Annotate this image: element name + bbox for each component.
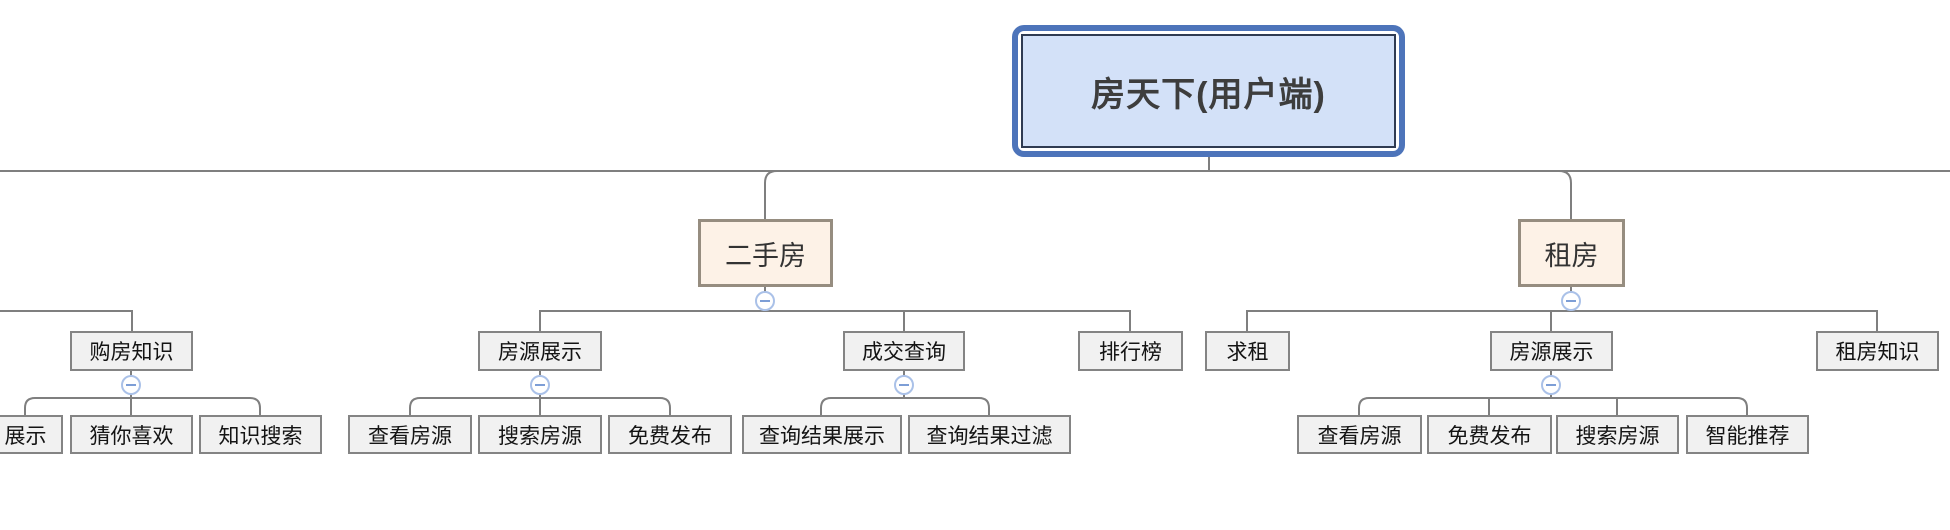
- collapse-toggle-fangyuan-zhanshi-esf[interactable]: [530, 375, 550, 395]
- minus-icon: [535, 384, 545, 386]
- collapse-toggle-chengjiao-chaxun[interactable]: [894, 375, 914, 395]
- collapse-toggle-second-hand[interactable]: [755, 291, 775, 311]
- bracket-fyzs1: [409, 397, 671, 415]
- collapse-toggle-rental[interactable]: [1561, 291, 1581, 311]
- topic-fangyuan-zhanshi-esf[interactable]: 房源展示: [478, 331, 602, 371]
- bracket-gfzs: [24, 397, 261, 415]
- topic-chengjiao-chaxun[interactable]: 成交查询: [843, 331, 965, 371]
- elbow-rental: [1558, 170, 1572, 219]
- leaf-sousuo-fangyuan-zf[interactable]: 搜索房源: [1556, 415, 1679, 454]
- rail-left-branch: [0, 310, 133, 331]
- elbow-second-hand: [764, 170, 778, 219]
- leaf-chakan-fangyuan-esf[interactable]: 查看房源: [348, 415, 472, 454]
- leaf-jieguo-zhanshi[interactable]: 查询结果展示: [742, 415, 902, 454]
- collapse-toggle-goufang-zhishi[interactable]: [121, 375, 141, 395]
- leaf-zhineng-tuijian[interactable]: 智能推荐: [1686, 415, 1809, 454]
- bracket-fyzs2: [1358, 397, 1748, 415]
- rail-second-hand: [539, 310, 1131, 331]
- leaf-cainixihuan[interactable]: 猜你喜欢: [70, 415, 193, 454]
- rail-rental: [1246, 310, 1878, 331]
- topic-zufang-zhishi[interactable]: 租房知识: [1816, 331, 1939, 371]
- minus-icon: [760, 300, 770, 302]
- minus-icon: [1566, 300, 1576, 302]
- topic-goufang-zhishi[interactable]: 购房知识: [70, 331, 193, 371]
- leaf-jieguo-guolv[interactable]: 查询结果过滤: [908, 415, 1071, 454]
- leaf-mianfei-fabu-esf[interactable]: 免费发布: [608, 415, 732, 454]
- leaf-chakan-fangyuan-zf[interactable]: 查看房源: [1297, 415, 1422, 454]
- root-topic-label: 房天下(用户端): [1021, 34, 1396, 148]
- root-topic[interactable]: 房天下(用户端): [1012, 25, 1405, 157]
- branch-second-hand[interactable]: 二手房: [698, 219, 833, 287]
- leaf-zhishi-sousuo[interactable]: 知识搜索: [199, 415, 322, 454]
- branch-rental[interactable]: 租房: [1518, 219, 1625, 287]
- leaf-mianfei-fabu-zf[interactable]: 免费发布: [1427, 415, 1552, 454]
- minus-icon: [899, 384, 909, 386]
- topic-paihangbang[interactable]: 排行榜: [1078, 331, 1183, 371]
- topic-qiuzu[interactable]: 求租: [1205, 331, 1290, 371]
- leaf-sousuo-fangyuan-esf[interactable]: 搜索房源: [478, 415, 602, 454]
- leaf-zhanshi-cut[interactable]: 展示: [0, 415, 63, 454]
- topic-fangyuan-zhanshi-zf[interactable]: 房源展示: [1490, 331, 1613, 371]
- minus-icon: [126, 384, 136, 386]
- collapse-toggle-fangyuan-zhanshi-zf[interactable]: [1541, 375, 1561, 395]
- minus-icon: [1546, 384, 1556, 386]
- bracket-cjcx: [820, 397, 990, 415]
